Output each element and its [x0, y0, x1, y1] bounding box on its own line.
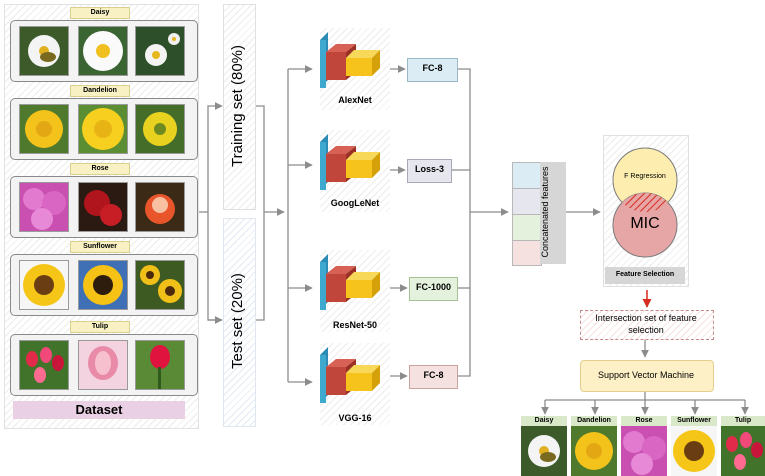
venn-diagram — [612, 147, 678, 258]
output-label-rose: Rose — [621, 416, 667, 426]
output-image-daisy — [521, 426, 567, 476]
layer-box-googlenet — [407, 159, 452, 183]
dataset-label-box — [13, 401, 185, 419]
layer-label-alexnet: FC-8 — [422, 63, 443, 73]
cnn-icon-resnet — [320, 254, 380, 310]
cnn-icon-googlenet — [320, 134, 380, 190]
feature-segment — [513, 163, 541, 189]
class-group-daisy — [10, 20, 198, 82]
cnn-icon-vgg — [320, 347, 380, 403]
dandelion-image — [135, 104, 185, 154]
feature-selection-label: Feature Selection — [615, 271, 675, 278]
class-group-dandelion — [10, 98, 198, 160]
f-regression-label: F Regression — [624, 173, 666, 180]
rose-image — [135, 182, 185, 232]
output-image-tulip — [721, 426, 765, 476]
feature-segment — [513, 241, 541, 265]
concatenated-features-stack — [512, 162, 542, 266]
layer-label-googlenet: Loss-3 — [414, 164, 444, 174]
network-name-vgg: VGG-16 — [338, 413, 372, 423]
layer-box-vgg — [409, 365, 458, 389]
tulip-image — [78, 340, 128, 390]
class-tag-sunflower: Sunflower — [70, 241, 130, 253]
concatenated-label-box — [540, 162, 566, 264]
output-label-dandelion: Dandelion — [571, 416, 617, 426]
rose-image — [78, 182, 128, 232]
feature-selection-label-box — [605, 267, 685, 284]
class-group-sunflower — [10, 254, 198, 316]
cnn-icon-alexnet — [320, 32, 380, 88]
layer-box-alexnet — [407, 58, 458, 82]
output-label-daisy: Daisy — [521, 416, 567, 426]
tulip-image — [19, 340, 69, 390]
layer-box-resnet — [409, 277, 458, 301]
test-set-box — [223, 218, 256, 427]
intersection-label: Intersection set of feature selection — [595, 313, 697, 335]
feature-segment — [513, 189, 541, 215]
dataset-title: Dataset — [75, 402, 123, 417]
sunflower-image — [78, 260, 128, 310]
feature-segment — [513, 215, 541, 241]
class-tag-rose: Rose — [70, 163, 130, 175]
test-set-label: Test set (20%) — [229, 273, 246, 369]
daisy-image — [19, 26, 69, 76]
output-label-tulip: Tulip — [721, 416, 765, 426]
svm-box — [580, 360, 714, 392]
class-tag-daisy: Daisy — [70, 7, 130, 19]
training-set-label: Training set (80%) — [229, 45, 246, 167]
output-image-rose — [621, 426, 667, 476]
sunflower-image — [135, 260, 185, 310]
class-group-rose — [10, 176, 198, 238]
daisy-image — [78, 26, 128, 76]
class-tag-dandelion: Dandelion — [70, 85, 130, 97]
svm-label: Support Vector Machine — [597, 370, 695, 380]
output-image-dandelion — [571, 426, 617, 476]
concatenated-features-label: Concatenated features — [540, 166, 550, 258]
intersection-box — [580, 310, 714, 340]
sunflower-image — [19, 260, 69, 310]
mic-label: MIC — [630, 215, 660, 232]
class-tag-tulip: Tulip — [70, 321, 130, 333]
layer-label-resnet: FC-1000 — [415, 282, 451, 292]
layer-label-vgg: FC-8 — [423, 370, 444, 380]
output-image-sunflower — [671, 426, 717, 476]
daisy-image — [135, 26, 185, 76]
network-name-alexnet: AlexNet — [338, 95, 372, 105]
rose-image — [19, 182, 69, 232]
training-set-box — [223, 4, 256, 210]
dandelion-image — [78, 104, 128, 154]
output-label-sunflower: Sunflower — [671, 416, 717, 426]
dandelion-image — [19, 104, 69, 154]
class-group-tulip — [10, 334, 198, 396]
tulip-image — [135, 340, 185, 390]
network-name-resnet: ResNet-50 — [332, 320, 378, 330]
network-name-googlenet: GoogLeNet — [330, 198, 380, 208]
